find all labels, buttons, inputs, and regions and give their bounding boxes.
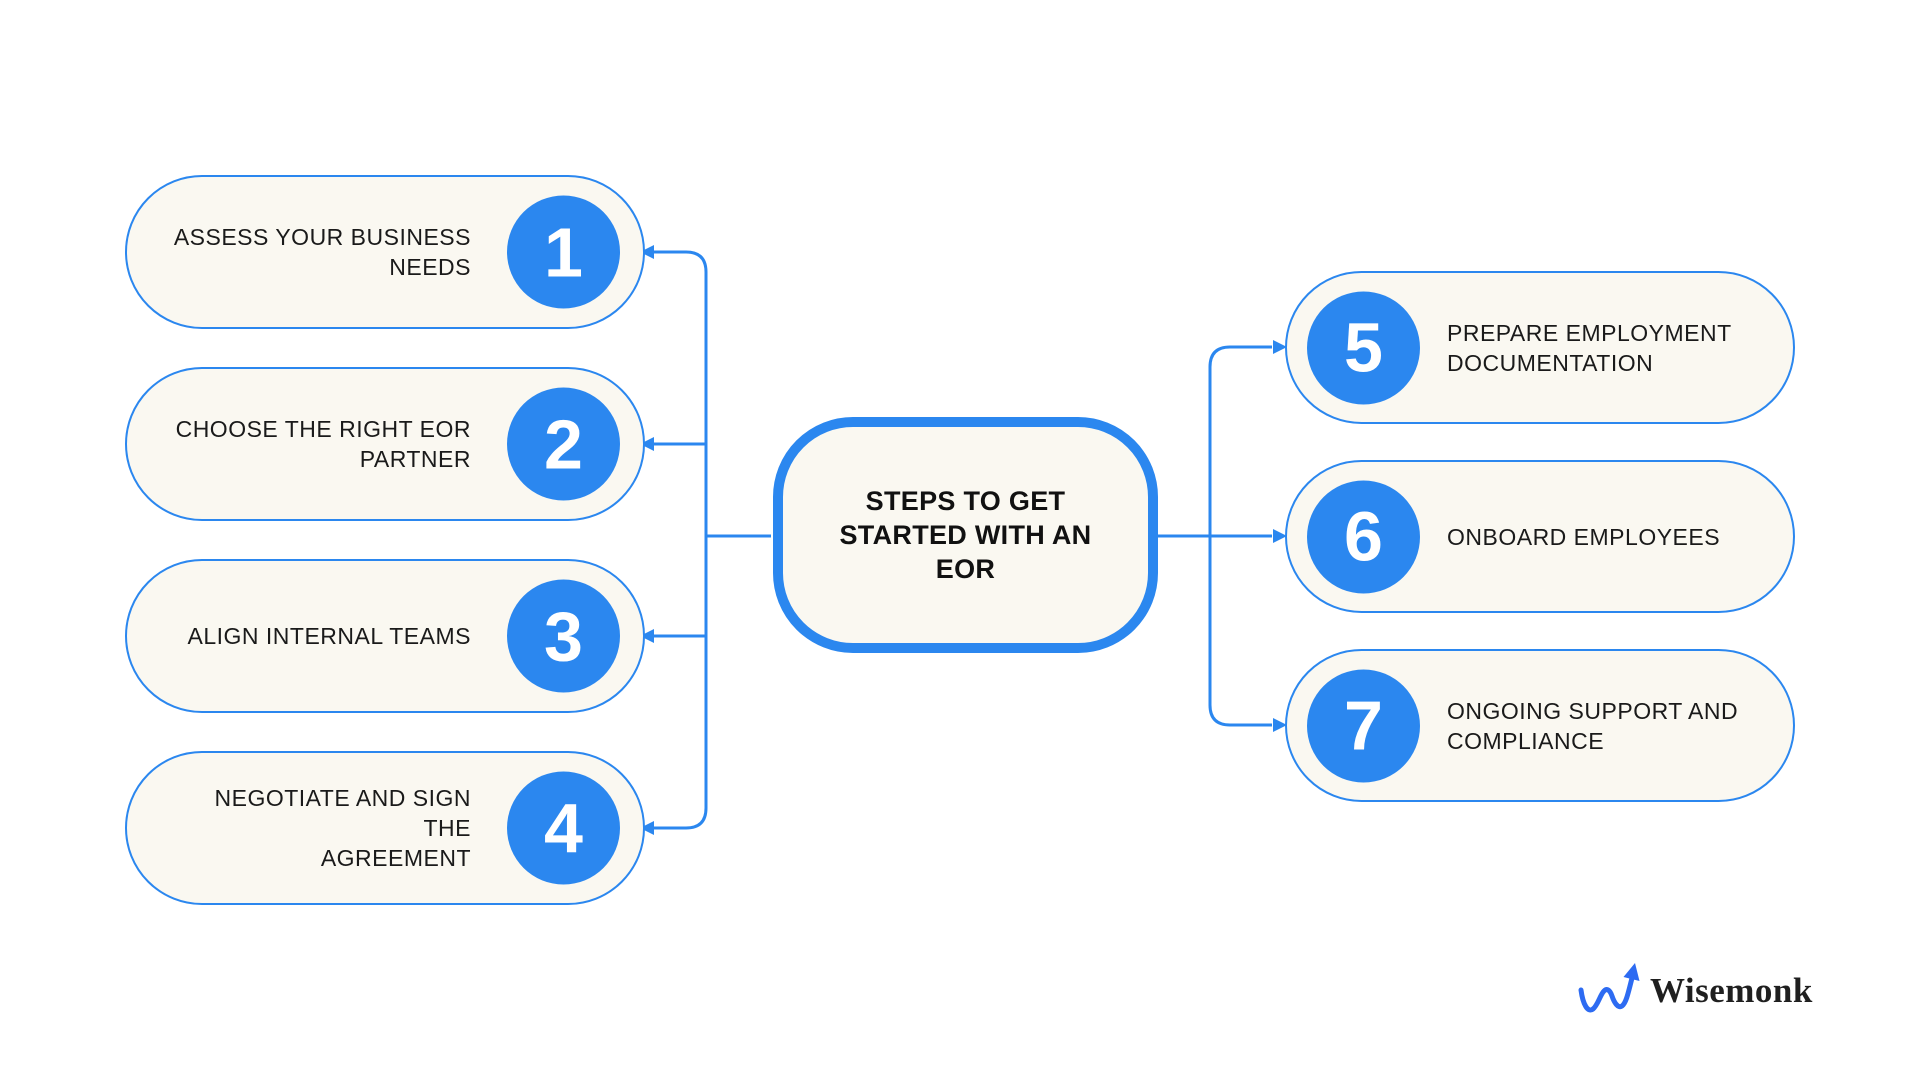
step-number: 6 (1344, 497, 1383, 576)
step-label: ALIGN INTERNAL TEAMS (187, 623, 471, 649)
step-pill-2: CHOOSE THE RIGHT EOR PARTNER 2 (125, 367, 645, 521)
wave-arrow-icon (1578, 963, 1640, 1013)
step-number-badge: 5 (1307, 291, 1420, 404)
logo-wordmark: Wisemonk (1650, 971, 1813, 1010)
step-pill-5: 5 PREPARE EMPLOYMENT DOCUMENTATION (1285, 271, 1795, 424)
step-pill-6: 6 ONBOARD EMPLOYEES (1285, 460, 1795, 613)
step-number: 2 (544, 405, 583, 483)
wisemonk-logo: Wisemonk (1576, 958, 1813, 1024)
step-number-badge: 4 (507, 771, 620, 885)
step-number-badge: 1 (507, 195, 620, 309)
step-pill-4: NEGOTIATE AND SIGN THE AGREEMENT 4 (125, 751, 645, 905)
step-pill-1: ASSESS YOUR BUSINESS NEEDS 1 (125, 175, 645, 329)
right-connector-trunk (1208, 345, 1272, 727)
step-number: 5 (1344, 308, 1383, 387)
step-label: ONBOARD EMPLOYEES (1447, 523, 1721, 550)
step-pill-3: ALIGN INTERNAL TEAMS 3 (125, 559, 645, 713)
step-number: 7 (1344, 686, 1383, 765)
step-label: ONGOING SUPPORT AND COMPLIANCE (1447, 697, 1739, 754)
center-title-box: STEPS TO GET STARTED WITH AN EOR (773, 417, 1158, 653)
step-pill-7: 7 ONGOING SUPPORT AND COMPLIANCE (1285, 649, 1795, 802)
step-number-badge: 6 (1307, 480, 1420, 593)
step-number-badge: 7 (1307, 669, 1420, 782)
step-number: 1 (544, 213, 583, 291)
step-label: PREPARE EMPLOYMENT DOCUMENTATION (1447, 319, 1732, 376)
step-label: CHOOSE THE RIGHT EOR PARTNER (175, 416, 471, 472)
step-number: 4 (544, 789, 583, 867)
step-number: 3 (544, 597, 583, 675)
step-number-badge: 3 (507, 579, 620, 693)
step-label: ASSESS YOUR BUSINESS NEEDS (173, 224, 471, 280)
left-connector-trunk (652, 250, 708, 830)
diagram-title: STEPS TO GET STARTED WITH AN EOR (839, 486, 1092, 584)
step-label: NEGOTIATE AND SIGN THE AGREEMENT (214, 785, 471, 871)
step-number-badge: 2 (507, 387, 620, 501)
